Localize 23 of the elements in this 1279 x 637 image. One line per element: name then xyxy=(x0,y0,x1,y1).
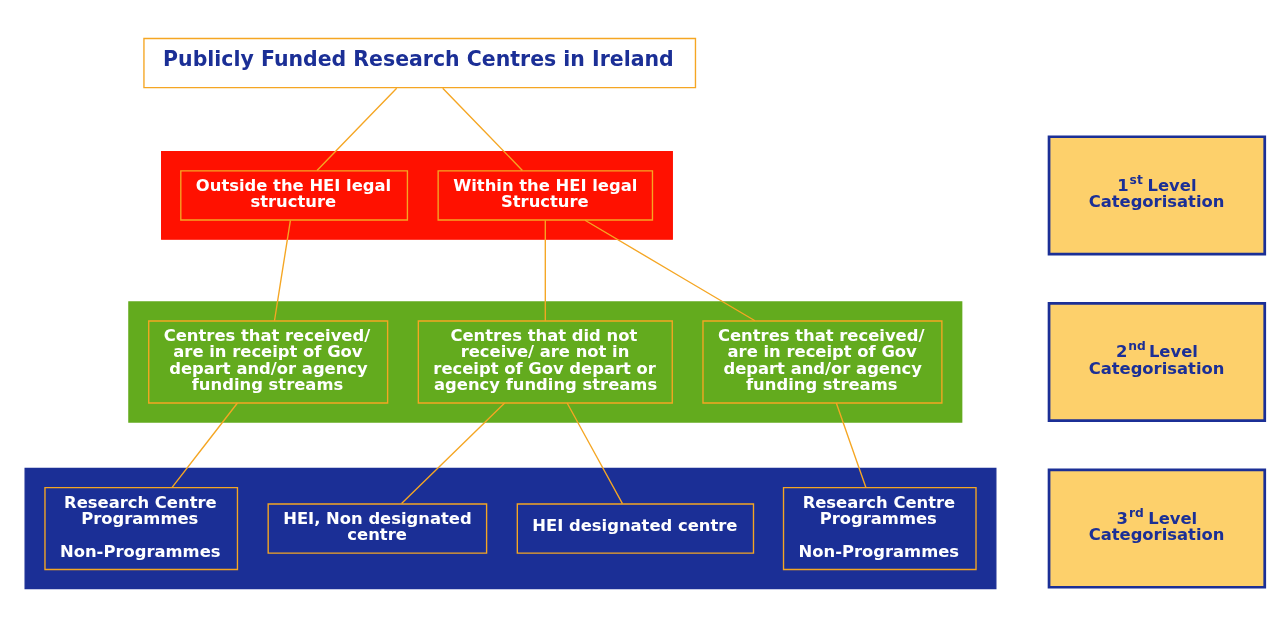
connector xyxy=(566,401,624,504)
connector xyxy=(171,401,239,488)
connector xyxy=(273,219,292,321)
cluster xyxy=(24,467,997,589)
connector xyxy=(316,87,398,171)
node-box: HEI, Non designated centre xyxy=(267,502,488,554)
node-box: Research Centre Programmes Non-Programmes xyxy=(44,486,239,570)
node-box: Centres that did not receive/ are not in receipt of Gov depart or agency funding streams xyxy=(417,319,673,404)
cluster xyxy=(161,150,673,240)
node-box: 2$^{nd}$ Level Categorisation xyxy=(1047,301,1267,422)
connector xyxy=(442,87,524,171)
node-box: Publicly Funded Research Centres in Ireland xyxy=(143,37,697,88)
node-box: Research Centre Programmes Non-Programmes xyxy=(782,486,977,570)
node-box: 1$^{st}$ Level Categorisation xyxy=(1047,134,1267,256)
node-box: Centres that received/ are in receipt of Gov depart and/or agency funding streams xyxy=(702,319,943,404)
node-box: Centres that received/ are in receipt of Gov depart and/or agency funding streams xyxy=(148,319,389,404)
connector xyxy=(544,219,546,321)
cluster xyxy=(128,300,963,423)
node-box: HEI designated centre xyxy=(516,502,755,554)
node-box: Outside the HEI legal structure xyxy=(180,169,409,221)
connector xyxy=(835,401,867,488)
node-box: 3$^{rd}$ Level Categorisation xyxy=(1047,468,1267,589)
node-box: Within the HEI legal Structure xyxy=(437,169,654,221)
